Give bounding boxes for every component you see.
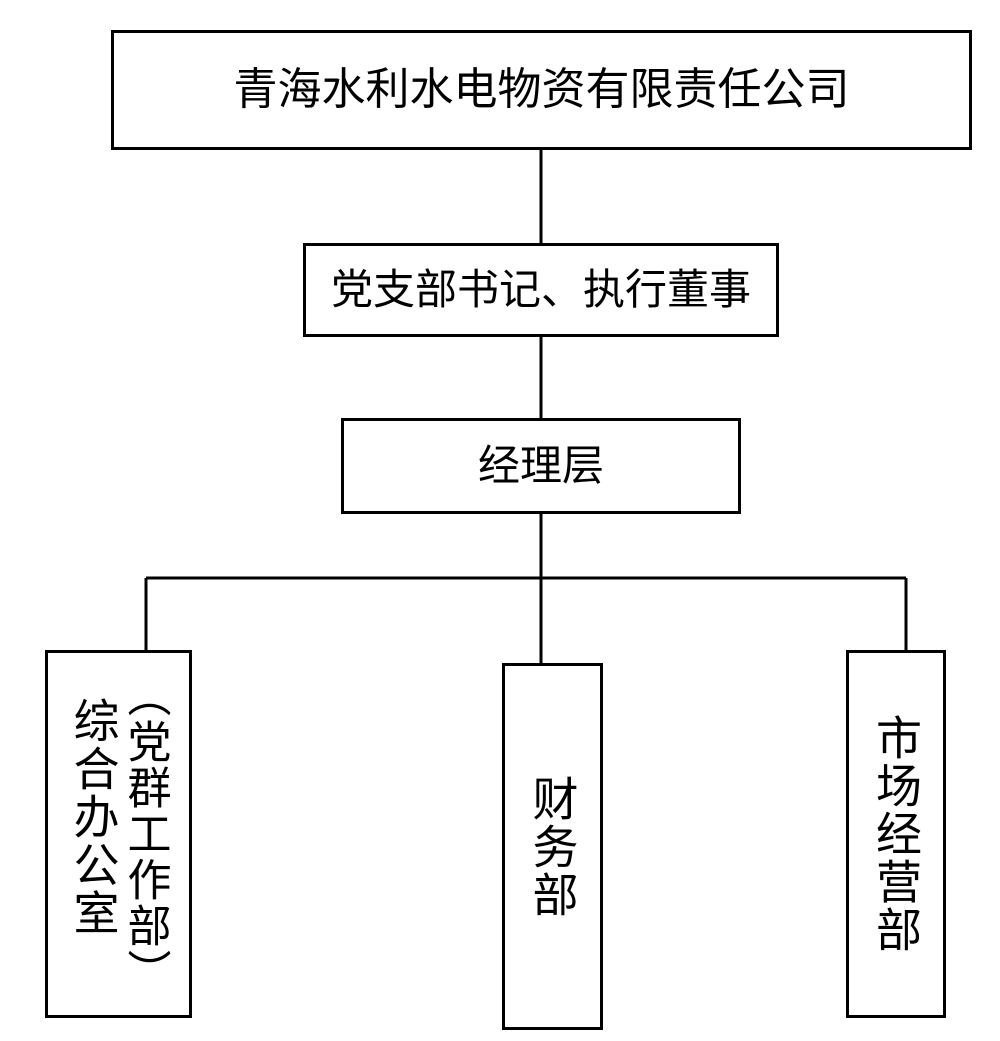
node-general-office: （党群工作部） 综合办公室 (45, 650, 192, 1018)
node-party-secretary-label: 党支部书记、执行董事 (330, 265, 751, 314)
node-company: 青海水利水电物资有限责任公司 (111, 30, 972, 150)
node-market-label: 市场经营部 (869, 714, 923, 954)
node-general-office-label: 综合办公室 (66, 697, 121, 937)
node-company-label: 青海水利水电物资有限责任公司 (233, 64, 850, 115)
node-market: 市场经营部 (846, 650, 946, 1018)
node-finance: 财务部 (502, 663, 603, 1030)
node-management: 经理层 (341, 418, 741, 514)
node-general-office-note: （党群工作部） (119, 673, 171, 995)
node-general-office-text: （党群工作部） 综合办公室 (66, 673, 171, 995)
node-finance-label: 财务部 (525, 774, 580, 919)
node-party-secretary: 党支部书记、执行董事 (303, 243, 779, 337)
node-management-label: 经理层 (477, 441, 604, 490)
